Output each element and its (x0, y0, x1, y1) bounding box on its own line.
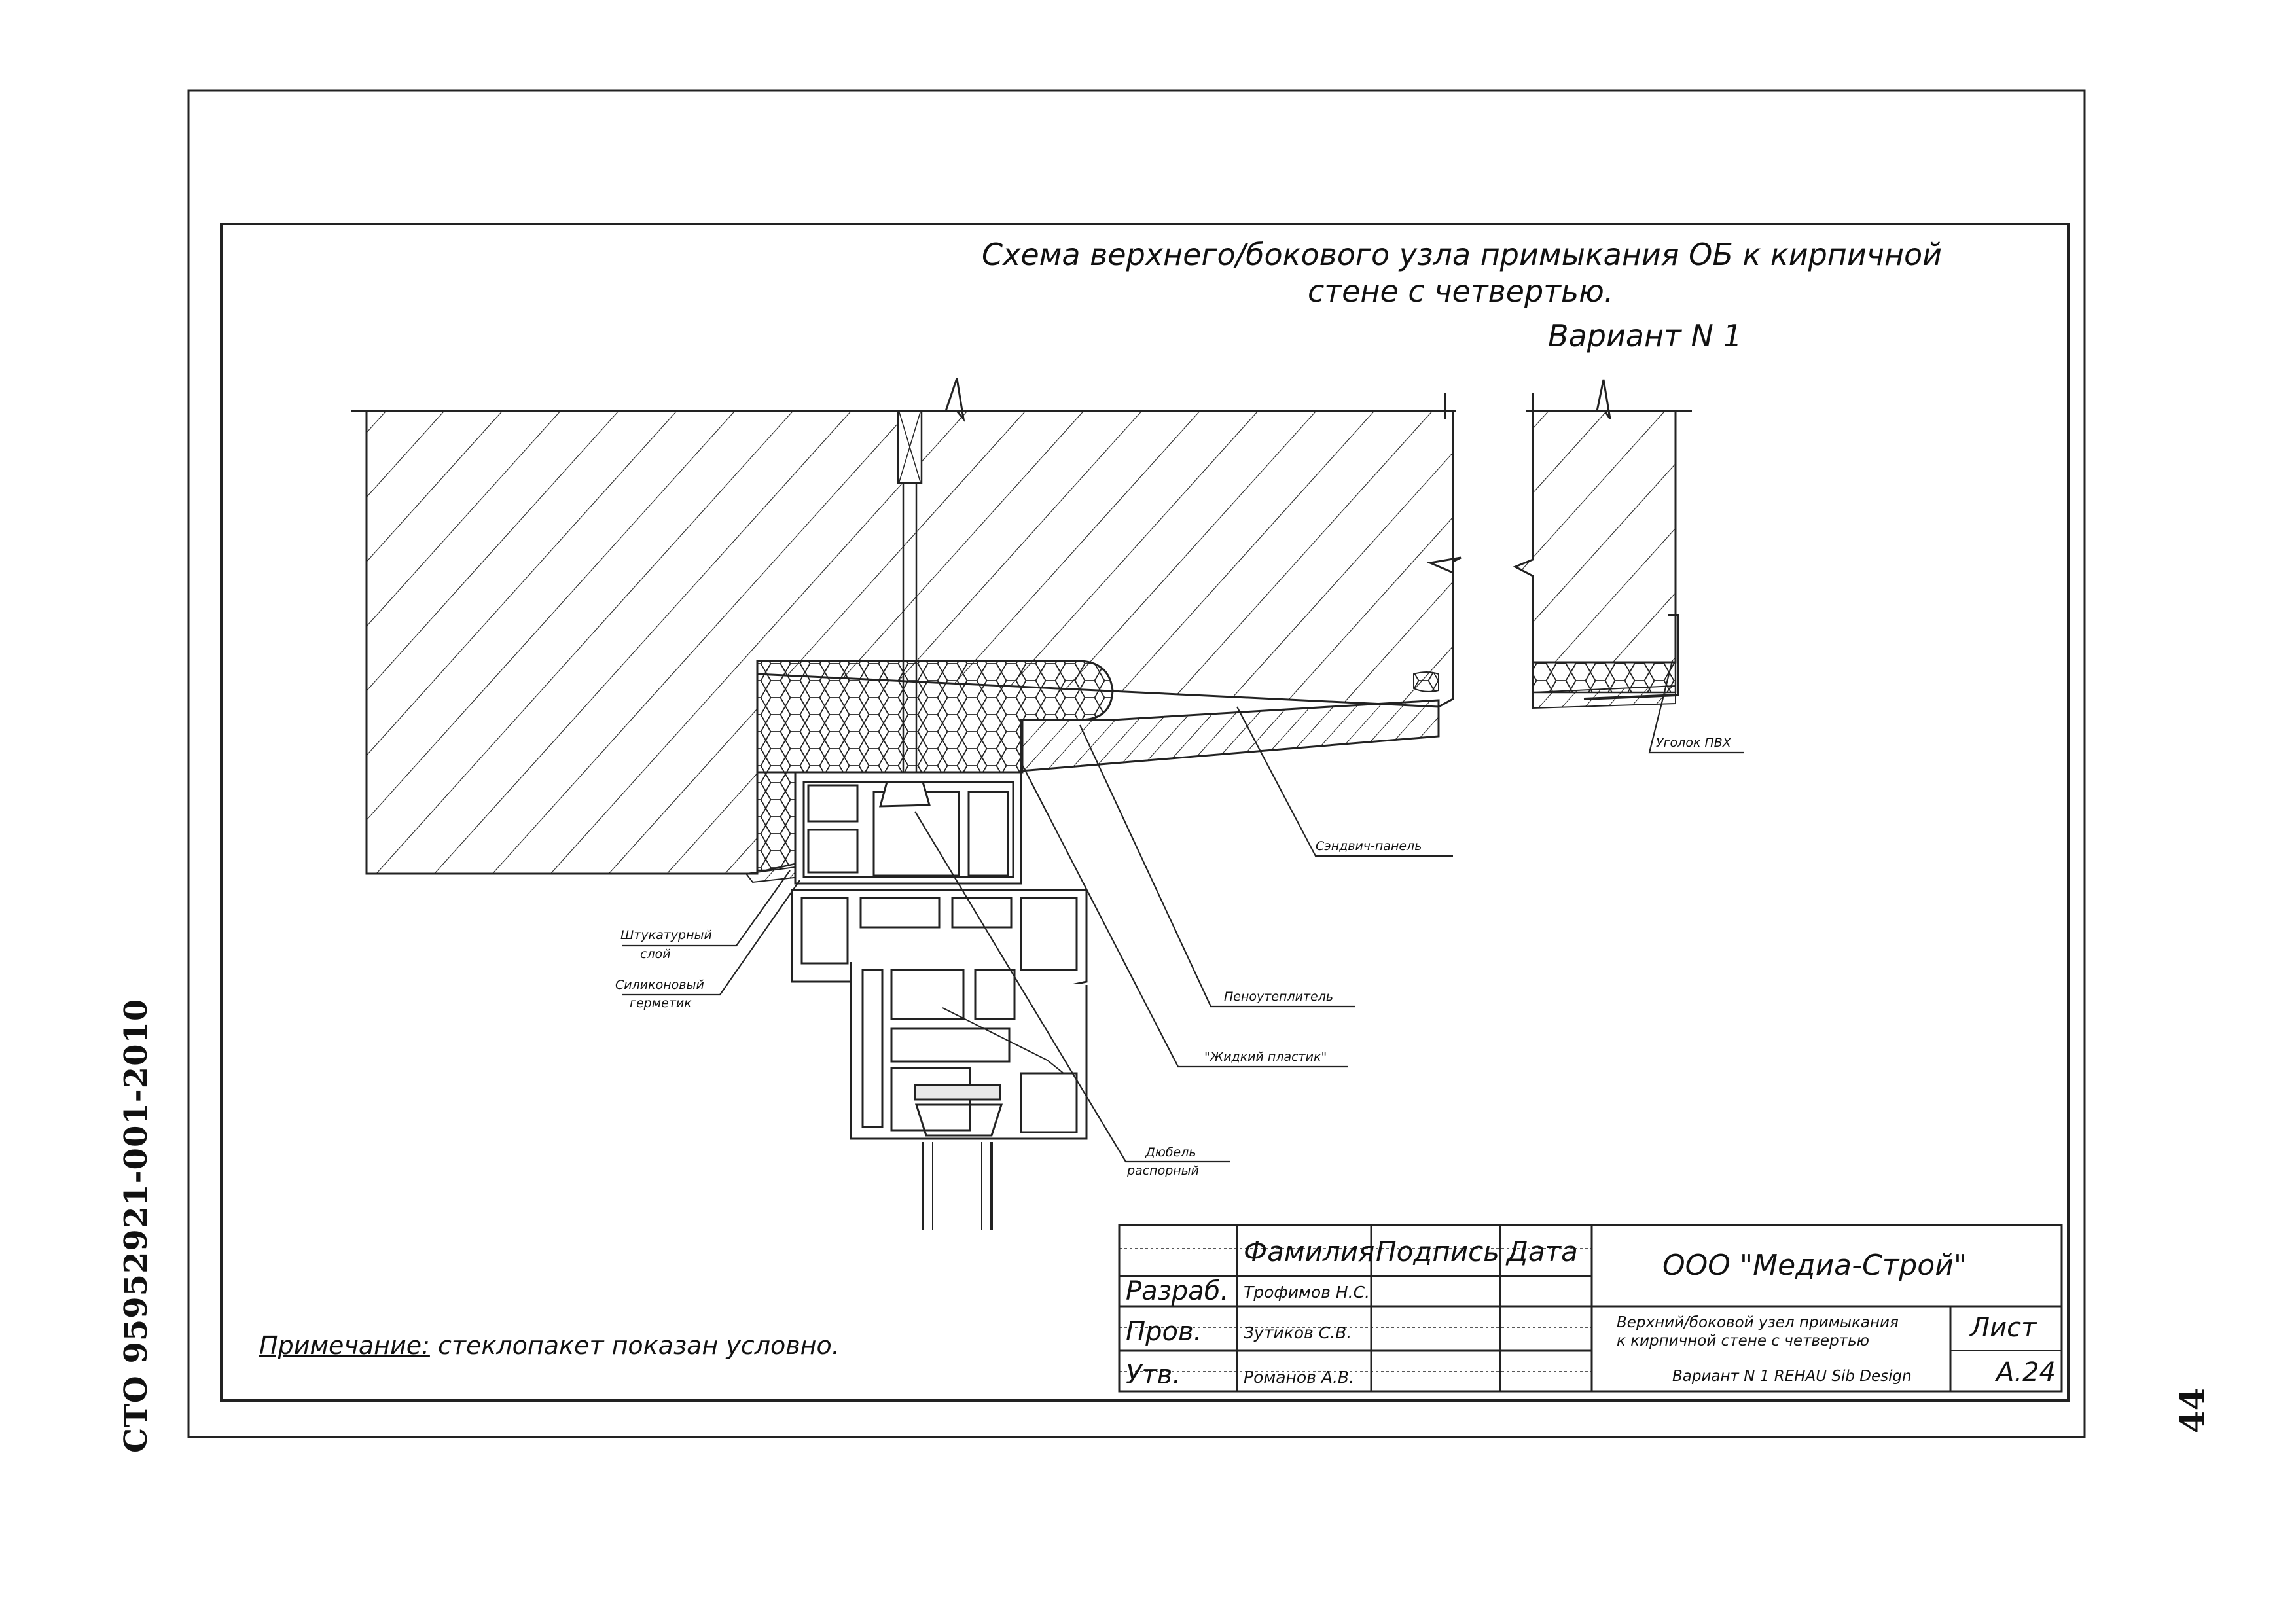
note: Примечание: стеклопакет показан условно. (259, 1331, 840, 1360)
document-code: СТО 95952921-001-2010 (118, 998, 154, 1453)
outer-frame (187, 89, 2086, 1438)
drawing-title-line2: стене с четвертью. (1308, 274, 1614, 309)
note-text: стеклопакет показан условно. (438, 1331, 840, 1360)
tb-name-developer: Трофимов Н.С. (1244, 1283, 1371, 1302)
tb-role-developer: Разраб. (1126, 1276, 1229, 1306)
brick-wall-quarter (1513, 379, 1692, 709)
tb-desc-line3: Вариант N 1 REHAU Sib Design (1672, 1368, 1912, 1385)
foam-insulation (756, 660, 1439, 872)
tb-role-checker: Пров. (1126, 1317, 1202, 1347)
callout-plaster-1: Штукатурный (620, 928, 712, 942)
window-frame-profile (791, 771, 1088, 1230)
tb-desc-line1: Верхний/боковой узел примыкания (1617, 1314, 1899, 1331)
note-label: Примечание: (259, 1331, 430, 1360)
dowel-anchor (897, 410, 923, 815)
tb-sheet-value: А.24 (1996, 1357, 2056, 1387)
tb-name-approver: Романов А.В. (1244, 1368, 1355, 1387)
callout-sandwich-panel: Сэндвич-панель (1316, 839, 1422, 853)
tb-sheet-label: Лист (1970, 1313, 2037, 1343)
title-block (1118, 1224, 2063, 1393)
callout-liquid-plastic: "Жидкий пластик" (1204, 1050, 1327, 1064)
tb-col-date: Дата (1507, 1236, 1578, 1268)
callout-dowel-1: Дюбель (1145, 1145, 1196, 1160)
tb-role-approver: Утв. (1126, 1360, 1181, 1390)
tb-name-checker: Зутиков С.В. (1244, 1323, 1352, 1342)
drawing-title-line1: Схема верхнего/бокового узла примыкания … (982, 237, 1943, 272)
tb-col-signature: Подпись (1376, 1236, 1499, 1268)
callout-dowel-2: распорный (1127, 1164, 1200, 1178)
callout-pvc-angle: Уголок ПВХ (1656, 736, 1731, 750)
leader-lines (622, 660, 1744, 1163)
callout-foam: Пеноутеплитель (1224, 990, 1334, 1004)
tb-col-surname: Фамилия (1244, 1236, 1375, 1268)
page-number: 44 (2173, 1387, 2212, 1433)
inner-frame (220, 223, 2070, 1402)
callout-silicone-2: герметик (630, 996, 692, 1010)
callout-plaster-2: слой (640, 947, 671, 961)
drawing-variant: Вариант N 1 (1548, 318, 1742, 353)
callout-silicone-1: Силиконовый (615, 978, 704, 992)
tb-company: ООО "Медиа-Строй" (1662, 1249, 1967, 1282)
tb-desc-line2: к кирпичной стене с четвертью (1617, 1332, 1869, 1349)
